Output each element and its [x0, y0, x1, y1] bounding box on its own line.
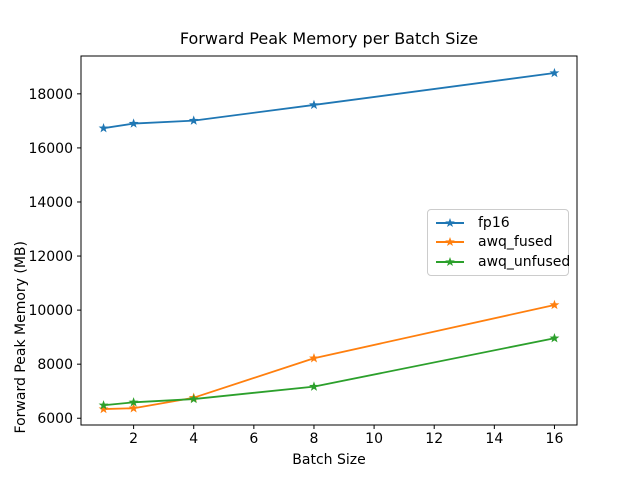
data-point-marker-fp16 — [98, 122, 109, 133]
legend-sample-line-icon — [436, 217, 464, 227]
data-point-marker-awq_unfused — [309, 381, 319, 391]
data-point-marker-fp16 — [188, 115, 199, 125]
y-tick-label: 10000 — [28, 303, 73, 319]
legend-sample-line-icon — [436, 257, 464, 267]
x-tick-label: 8 — [310, 431, 319, 447]
data-point-marker-awq_unfused — [98, 400, 109, 410]
x-tick-label: 12 — [425, 431, 443, 447]
data-point-marker-awq_fused — [549, 299, 560, 310]
series-line-awq_fused — [102, 304, 556, 410]
chart-title: Forward Peak Memory per Batch Size — [179, 29, 479, 48]
y-tick-label: 6000 — [37, 411, 73, 427]
y-tick-label: 12000 — [28, 249, 73, 265]
data-point-marker-awq_unfused — [549, 333, 560, 343]
series-line-fp16 — [102, 72, 556, 130]
legend-entry-fp16: fp16 — [435, 216, 561, 230]
data-point-marker-awq_fused — [309, 353, 319, 363]
y-tick-label: 18000 — [28, 87, 73, 103]
data-point-marker-fp16 — [549, 67, 560, 78]
y-tick-label: 8000 — [37, 357, 73, 373]
x-tick-label: 2 — [129, 431, 138, 447]
x-tick-label: 14 — [485, 431, 503, 447]
data-point-marker-awq_unfused — [128, 397, 139, 407]
legend-star-icon — [445, 257, 455, 267]
x-tick-label: 6 — [249, 431, 258, 447]
legend-sample-line-icon — [436, 237, 464, 247]
legend-label: awq_fused — [478, 234, 553, 251]
x-tick-label: 10 — [365, 431, 383, 447]
legend-star-icon — [445, 237, 455, 247]
data-point-marker-awq_fused — [98, 403, 109, 414]
series-line-awq_unfused — [102, 337, 556, 407]
legend-entry-awq-unfused: awq_unfused — [435, 255, 570, 269]
y-axis-label-text: Forward Peak Memory (MB) — [13, 240, 29, 434]
x-tick-label: 16 — [546, 431, 564, 447]
data-point-marker-awq_fused — [128, 403, 139, 413]
legend-label: awq_unfused — [478, 254, 571, 271]
legend-star-icon — [445, 217, 455, 227]
x-tick-label: 4 — [189, 431, 198, 447]
data-point-marker-awq_unfused — [188, 393, 199, 404]
legend-entry-awq-fused: awq_fused — [435, 235, 561, 249]
y-tick-label: 16000 — [28, 141, 73, 157]
axes-frame — [80, 55, 578, 426]
legend-label: fp16 — [478, 214, 510, 231]
data-point-marker-fp16 — [309, 99, 319, 110]
y-tick-label: 14000 — [28, 195, 73, 211]
x-axis-label: Batch Size — [292, 452, 366, 468]
legend: fp16 awq_fused awq_unfused — [427, 209, 570, 276]
data-point-marker-fp16 — [128, 118, 139, 128]
